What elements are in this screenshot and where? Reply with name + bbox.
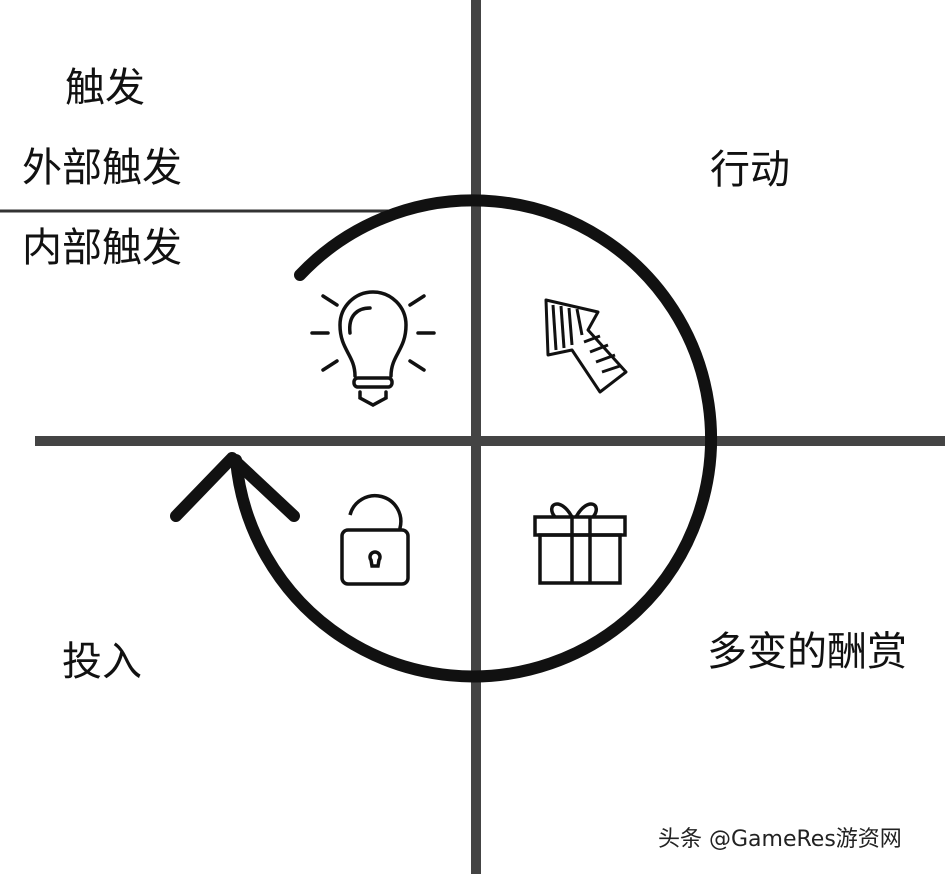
label-external-trigger: 外部触发 — [22, 145, 182, 191]
label-action: 行动 — [710, 147, 790, 193]
gift-icon — [533, 502, 627, 585]
cursor-arrow-icon — [544, 298, 628, 394]
cycle-arc — [230, 194, 717, 683]
label-investment: 投入 — [62, 639, 142, 685]
lightbulb-icon — [310, 290, 436, 407]
unlocked-padlock-icon — [340, 493, 410, 586]
label-variable-reward: 多变的酬赏 — [707, 629, 907, 675]
label-trigger: 触发 — [65, 65, 145, 111]
watermark: 头条 @GameRes游资网 — [658, 827, 902, 852]
cycle-arrowhead — [170, 452, 300, 522]
label-internal-trigger: 内部触发 — [22, 225, 182, 271]
